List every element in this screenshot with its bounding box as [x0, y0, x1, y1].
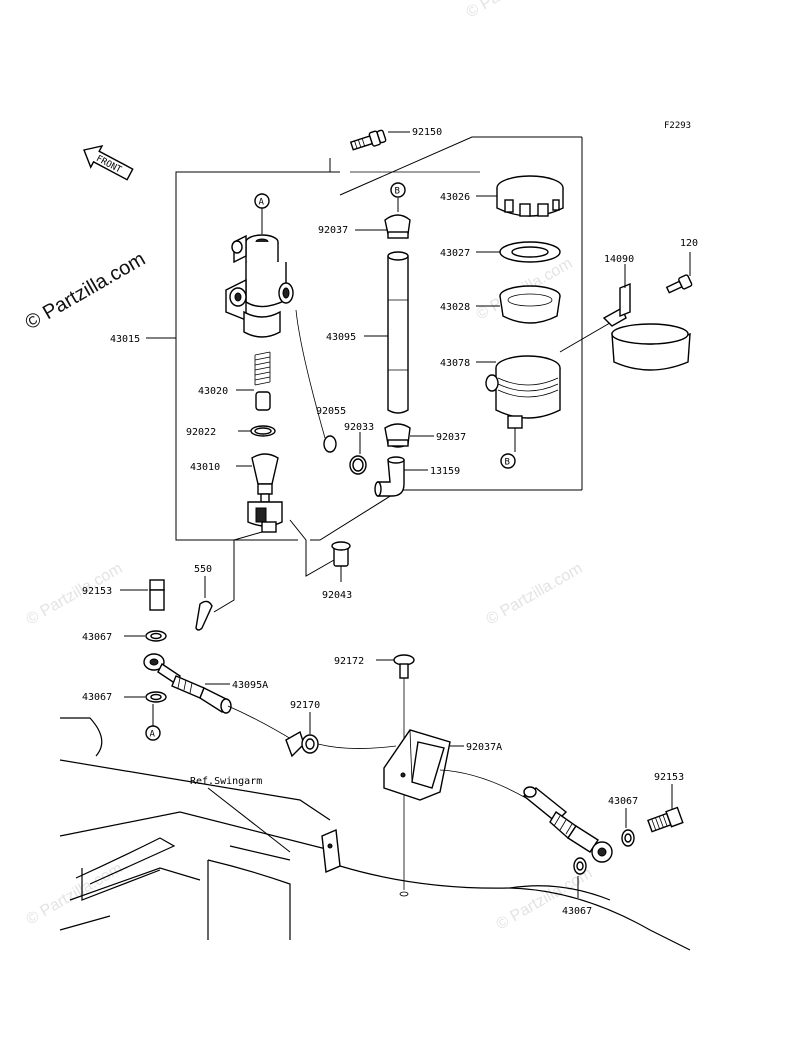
pin-92043 — [289, 519, 351, 582]
label-13159: 13159 — [430, 466, 460, 477]
ref-mark-b-bottom-label: B — [505, 458, 510, 468]
label-550: 550 — [194, 564, 212, 575]
ref-mark-a — [254, 193, 270, 209]
label-43067-1: 43067 — [82, 632, 112, 643]
ref-mark-a-label: A — [259, 198, 265, 208]
washer-43067-3 — [621, 808, 635, 847]
label-92043: 92043 — [322, 590, 352, 601]
bolt-92150 — [329, 129, 410, 172]
label-14090: 14090 — [604, 254, 634, 265]
oring-92055 — [295, 309, 337, 453]
swingarm-reference — [59, 717, 691, 951]
ref-mark-b-top — [390, 182, 406, 198]
watermark: © Partzilla.com — [24, 860, 126, 929]
ref-swingarm-label: Ref.Swingarm — [190, 776, 262, 787]
bolt-92153-left — [120, 579, 165, 611]
ref-mark-a-bottom-label: A — [150, 730, 156, 740]
clamp-92170 — [285, 712, 397, 758]
clamp-92037-bottom — [384, 423, 434, 448]
label-43010: 43010 — [190, 462, 220, 473]
hose-43095 — [364, 251, 409, 414]
label-43027: 43027 — [440, 248, 470, 259]
washer-43067-4 — [573, 857, 587, 898]
label-92153-right: 92153 — [654, 772, 684, 783]
watermark: © Partzilla.com — [484, 560, 586, 629]
diaphragm-43028 — [476, 285, 561, 324]
label-43078: 43078 — [440, 358, 470, 369]
cotter-pin-550 — [195, 531, 263, 631]
label-92037-bottom: 92037 — [436, 432, 466, 443]
master-cylinder-body — [225, 234, 294, 338]
label-43028: 43028 — [440, 302, 470, 313]
front-arrow: FRONT — [83, 144, 134, 181]
label-43067-4: 43067 — [562, 906, 592, 917]
guide-92037A — [383, 729, 527, 801]
label-92033: 92033 — [344, 422, 374, 433]
label-43015: 43015 — [110, 334, 140, 345]
pushrod-43010 — [236, 453, 283, 533]
label-43095: 43095 — [326, 332, 356, 343]
label-92037-top: 92037 — [318, 225, 348, 236]
reservoir-43078 — [476, 319, 616, 452]
bracket-14090 — [602, 264, 691, 371]
hose-43095A — [143, 653, 297, 743]
label-92153-left: 92153 — [82, 586, 112, 597]
label-92055: 92055 — [316, 406, 346, 417]
ref-mark-b-bottom — [500, 453, 516, 469]
label-43095A: 43095A — [232, 680, 268, 691]
screw-120 — [665, 274, 693, 294]
label-120: 120 — [680, 238, 698, 249]
label-92170: 92170 — [290, 700, 320, 711]
clamp-92037-top — [355, 198, 411, 239]
label-43067-2: 43067 — [82, 692, 112, 703]
bolt-92153-right — [647, 806, 684, 833]
spring-43020 — [236, 351, 271, 411]
assembly-outline — [175, 136, 583, 541]
washer-43067-2 — [124, 691, 167, 703]
watermark: © Partzilla.com — [464, 0, 566, 21]
label-43020: 43020 — [198, 386, 228, 397]
elbow-13159 — [374, 456, 428, 497]
ref-mark-a-bottom — [145, 725, 161, 741]
washer-43067-1 — [124, 630, 167, 642]
plate-43027 — [476, 241, 561, 263]
label-92022: 92022 — [186, 427, 216, 438]
diagram-code: F2293 — [664, 121, 691, 131]
label-43067-3: 43067 — [608, 796, 638, 807]
label-43026: 43026 — [440, 192, 470, 203]
watermark-logo: © Partzilla.com — [22, 248, 150, 334]
part-labels: 92150 43015 92037 43026 43027 43028 4309… — [82, 127, 698, 917]
cap-43026 — [476, 175, 564, 217]
circlip-92022 — [238, 425, 276, 437]
hose-right-end — [522, 786, 613, 863]
circlip-92033 — [349, 432, 367, 475]
label-92150: 92150 — [412, 127, 442, 138]
ref-mark-b-top-label: B — [395, 187, 400, 197]
label-92037A: 92037A — [466, 742, 502, 753]
label-92172: 92172 — [334, 656, 364, 667]
